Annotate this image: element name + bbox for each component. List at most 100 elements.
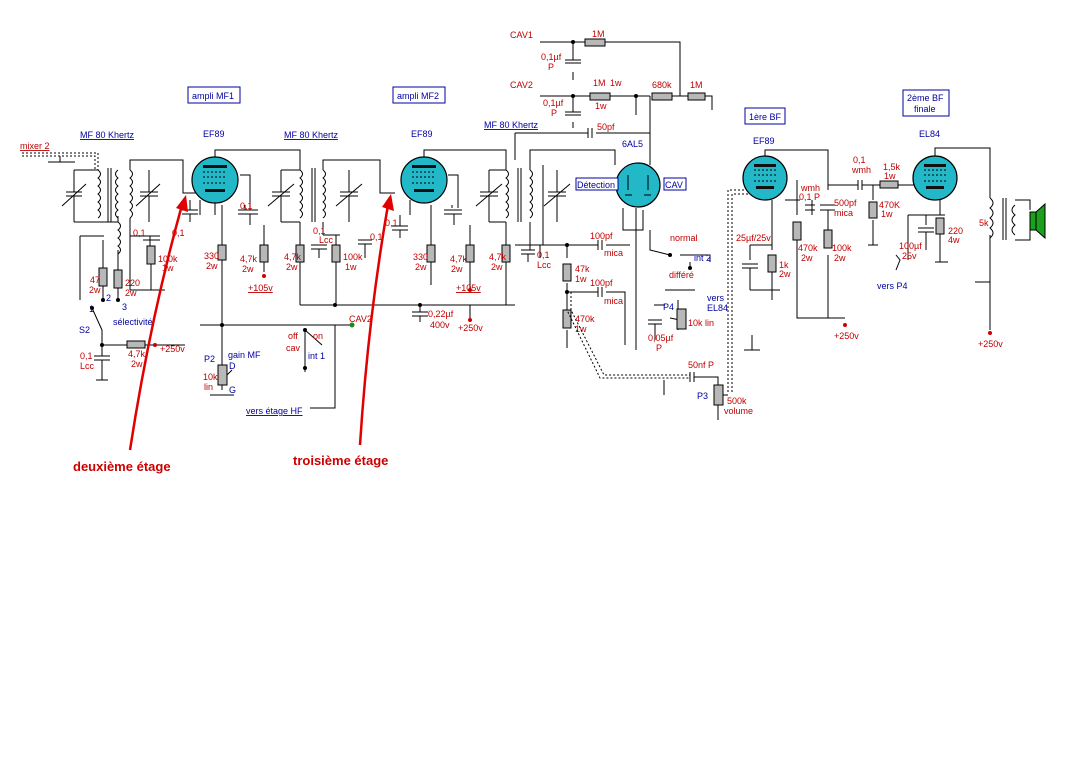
section-labels: ampli MF1 ampli MF2 1ère BF 2ème BF fina… bbox=[80, 86, 950, 149]
ef89-3-label: EF89 bbox=[753, 136, 775, 146]
bf1-label: 1ère BF bbox=[749, 112, 782, 122]
r-1m-1w-value: 1M bbox=[593, 78, 606, 88]
c-022-voltage: 400v bbox=[430, 320, 450, 330]
c-50pf-value: 50pf bbox=[597, 122, 615, 132]
r-47k-det-power: 1w bbox=[575, 274, 587, 284]
p3-label: P3 bbox=[697, 391, 708, 401]
r-220-value: 220 bbox=[125, 278, 140, 288]
c-500pf-type: mica bbox=[834, 208, 853, 218]
mixer-label: mixer 2 bbox=[20, 141, 50, 151]
r-470k-det-power: 1w bbox=[575, 324, 587, 334]
c-005-type: P bbox=[656, 343, 662, 353]
vers-el84-line2: EL84 bbox=[707, 303, 728, 313]
r-47k-bot-value: 4,7k bbox=[128, 349, 146, 359]
vers-el84-line1: vers bbox=[707, 293, 725, 303]
c-01-a-value: 0,1 bbox=[133, 228, 146, 238]
v250-left: +250v bbox=[160, 344, 185, 354]
deuxieme-etage-label: deuxième étage bbox=[73, 459, 171, 474]
p2-g-label: G bbox=[229, 385, 236, 395]
sw-pos-3: 3 bbox=[122, 302, 127, 312]
sw-pos-1: 1 bbox=[89, 304, 94, 314]
c-500pf-value: 500pf bbox=[834, 198, 857, 208]
v105-2: +105v bbox=[456, 283, 481, 293]
r-47-value: 47 bbox=[90, 275, 100, 285]
c-100uf-value: 100µf bbox=[899, 241, 922, 251]
r-1m-1w-power-2: 1w bbox=[595, 101, 607, 111]
v250-mid: +250v bbox=[458, 323, 483, 333]
c-50nf-value: 50nf P bbox=[688, 360, 714, 370]
s2-label: S2 bbox=[79, 325, 90, 335]
c-01-wmh-value: 0,1 P bbox=[799, 192, 820, 202]
cav-switch-label: cav bbox=[286, 343, 301, 353]
r-470k-bf-value: 470k bbox=[798, 243, 818, 253]
cav-network: CAV1 CAV2 1M 0,1µf P 1M 1w 1w 680k 1M 0,… bbox=[510, 29, 713, 165]
c-100uf-voltage: 25v bbox=[902, 251, 917, 261]
resistor-100k-bf bbox=[823, 229, 833, 249]
pot-p2 bbox=[217, 364, 228, 386]
resistor-47k-4 bbox=[501, 244, 511, 263]
r-470k-bf-power: 2w bbox=[801, 253, 813, 263]
p4-label: P4 bbox=[663, 302, 674, 312]
resistor-470k-bf bbox=[792, 221, 802, 241]
c-01-wmh-type: wmh bbox=[800, 183, 820, 193]
r-47k-4-power: 2w bbox=[491, 262, 503, 272]
tube-el84: 0,1 wmh 1,5k 1w 470K 1w 100µf 25v 220 4w… bbox=[828, 147, 1046, 349]
resistor-1m-1w bbox=[589, 92, 611, 101]
on-label: on bbox=[313, 331, 323, 341]
normal-label: normal bbox=[670, 233, 698, 243]
r-220-el-value: 220 bbox=[948, 226, 963, 236]
pot-p4 bbox=[676, 308, 687, 330]
r-220-power: 2w bbox=[125, 288, 137, 298]
c-01-lcc-value: 0,1 bbox=[537, 250, 550, 260]
tube-ef89-2: 0,1 330 2w 4,7k 2w +105v bbox=[385, 149, 507, 293]
r-47k-bot-power: 2w bbox=[131, 359, 143, 369]
resistor-1m-top bbox=[584, 38, 606, 47]
r-470k-el-value: 470K bbox=[879, 200, 900, 210]
r-47k-2-value: 4,7k bbox=[284, 252, 302, 262]
resistor-1k bbox=[767, 254, 777, 273]
p2-label: P2 bbox=[204, 354, 215, 364]
resistor-220 bbox=[113, 269, 123, 289]
c-01-lcc-type: Lcc bbox=[537, 260, 552, 270]
c-01-d-value: 0,1 bbox=[370, 232, 383, 242]
c-100pf-2-type: mica bbox=[604, 296, 623, 306]
gain-mf-label: gain MF bbox=[228, 350, 261, 360]
r-47k-3-power: 2w bbox=[451, 264, 463, 274]
v250-bf: +250v bbox=[834, 331, 859, 341]
resistor-680k bbox=[651, 92, 673, 101]
t-5k-value: 5k bbox=[979, 218, 989, 228]
speaker-icon bbox=[1029, 211, 1037, 231]
c-25uf-value: 25µf/25v bbox=[736, 233, 771, 243]
r-47k-4-value: 4,7k bbox=[489, 252, 507, 262]
sw-pos-2: 2 bbox=[106, 293, 111, 303]
vers-hf-label: vers étage HF bbox=[246, 406, 303, 416]
c-01-top-type: P bbox=[548, 62, 554, 72]
c-01-mid-type: P bbox=[551, 108, 557, 118]
supply-bus: CAV2 0,22µf 400v +250v off on cav int 1 … bbox=[200, 303, 515, 416]
r-47k-1-value: 4,7k bbox=[240, 254, 258, 264]
mf80-2-label: MF 80 Khertz bbox=[284, 130, 339, 140]
c-01-lcc-top-type: Lcc bbox=[319, 235, 334, 245]
resistor-470k-det bbox=[562, 309, 572, 329]
r-470k-el-power: 1w bbox=[881, 209, 893, 219]
c-100pf-1-type: mica bbox=[604, 248, 623, 258]
r-47k-1-power: 2w bbox=[242, 264, 254, 274]
6al5-label: 6AL5 bbox=[622, 139, 643, 149]
r-100k-2-power: 1w bbox=[345, 262, 357, 272]
if-transformer-1: mixer 2 47 2w 220 2w 1 2 3 sélectivité S… bbox=[20, 141, 200, 381]
r-47-power: 2w bbox=[89, 285, 101, 295]
ef89-2-label: EF89 bbox=[411, 129, 433, 139]
pot-p3 bbox=[713, 384, 724, 406]
resistor-47k-det bbox=[562, 263, 572, 282]
r-680k-value: 680k bbox=[652, 80, 672, 90]
p2-value: 10k bbox=[203, 372, 218, 382]
troisieme-etage-label: troisième étage bbox=[293, 453, 388, 468]
c-01-c-value: 0,1 bbox=[240, 201, 253, 211]
r-100k-2-value: 100k bbox=[343, 252, 363, 262]
resistor-15k bbox=[879, 180, 899, 189]
r-15k-value: 1,5k bbox=[883, 162, 901, 172]
resistor-47k-2 bbox=[295, 244, 305, 263]
r-100k-bf-value: 100k bbox=[832, 243, 852, 253]
c-01-e-value: 0,1 bbox=[385, 218, 398, 228]
